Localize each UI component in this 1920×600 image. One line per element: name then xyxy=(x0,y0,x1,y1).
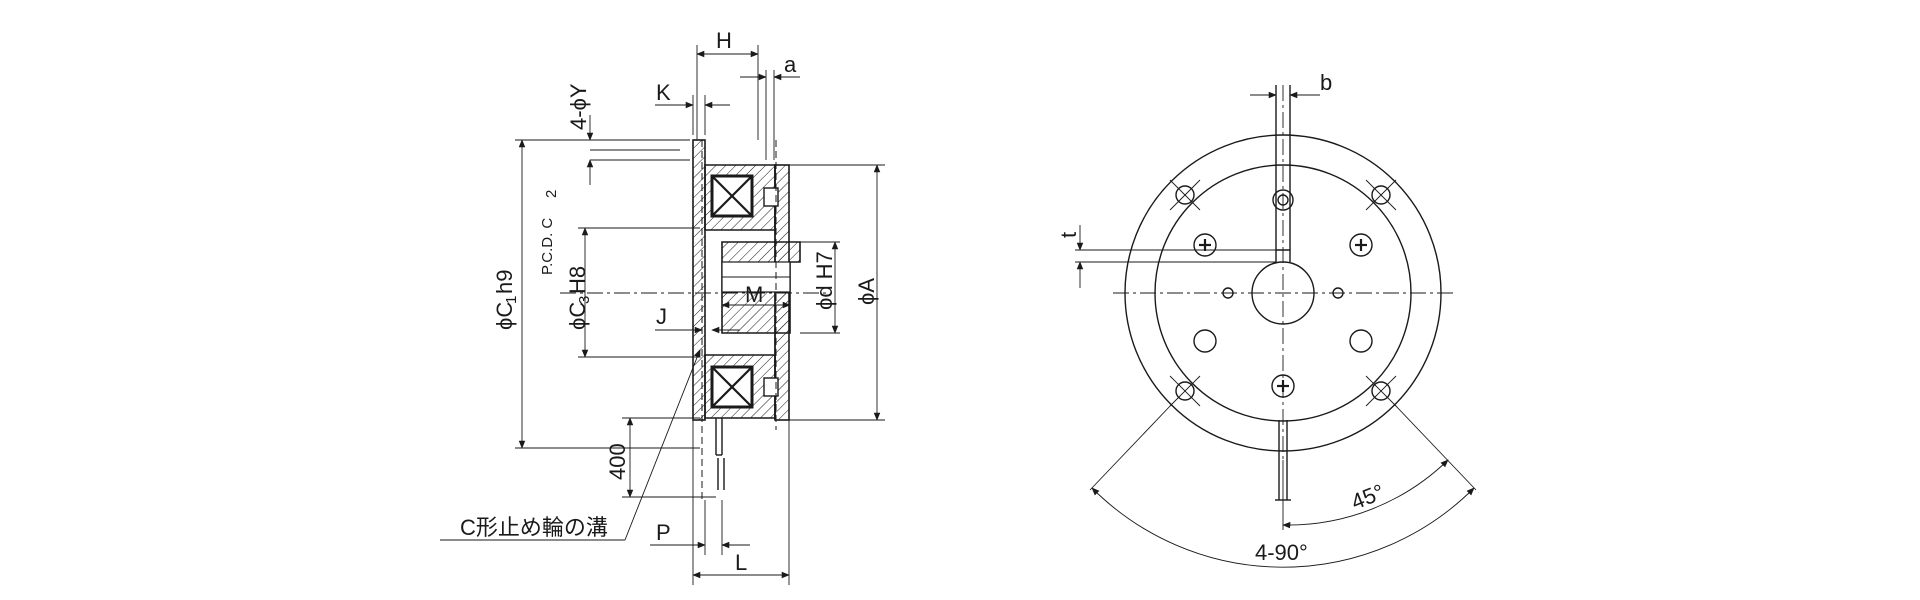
label-a: a xyxy=(784,52,797,77)
label-b: b xyxy=(1320,70,1332,95)
label-d: ϕd H7 xyxy=(812,251,837,310)
front-view: b t 4-90° 45° xyxy=(1056,70,1477,568)
label-c3-sub: 3 xyxy=(576,296,593,304)
label-c1-fit: h9 xyxy=(492,270,517,294)
label-pcd: P.C.D. C xyxy=(539,218,556,275)
label-c3-fit: H8 xyxy=(565,266,590,294)
label-c1: ϕC xyxy=(492,302,517,330)
rotor-holes xyxy=(1193,189,1373,398)
label-c1-sub: 1 xyxy=(503,296,520,304)
label-H: H xyxy=(716,28,732,53)
side-view: H a K 4-ϕY P.C.D. C 2 ϕC 1 h9 xyxy=(440,28,885,585)
label-P: P xyxy=(656,520,671,545)
screw-upper xyxy=(763,187,779,207)
label-J: J xyxy=(656,304,667,329)
label-pcd-sub: 2 xyxy=(543,190,560,198)
label-4-Y: 4-ϕY xyxy=(566,83,591,130)
label-45: 45° xyxy=(1348,479,1388,515)
flange-holes xyxy=(1169,179,1397,407)
label-groove: C形止め輪の溝 xyxy=(460,515,608,540)
label-400: 400 xyxy=(605,443,630,480)
label-A: ϕA xyxy=(854,278,879,305)
arc-45 xyxy=(1282,459,1449,529)
label-c3: ϕC xyxy=(565,302,590,330)
screw-heads xyxy=(1199,239,1367,392)
label-L: L xyxy=(735,550,747,575)
label-K: K xyxy=(656,80,671,105)
screw-lower xyxy=(763,377,779,397)
label-t: t xyxy=(1056,232,1081,238)
label-4-90: 4-90° xyxy=(1255,540,1308,565)
armature-plate xyxy=(692,139,706,421)
label-M: M xyxy=(745,282,763,307)
